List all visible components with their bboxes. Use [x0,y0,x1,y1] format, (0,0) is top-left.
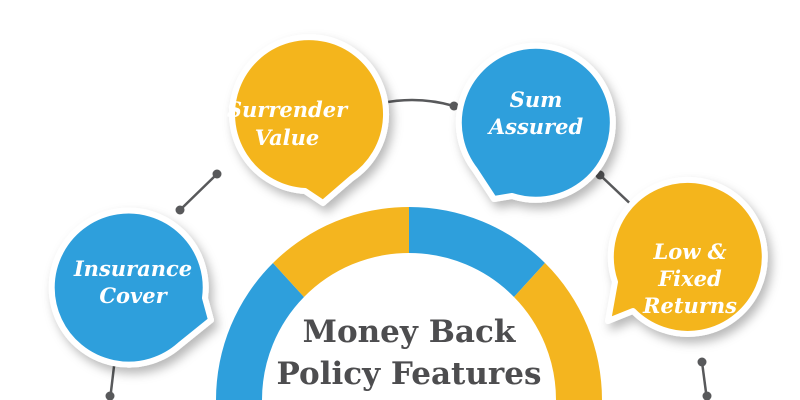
feature-label: Fixed [657,266,722,291]
center-title: Money Back Policy Features [277,314,542,392]
feature-label: Insurance [73,256,192,281]
arc-segment-blue-right [409,206,545,297]
connector-dot [697,357,707,367]
feature-surrender-value: Surrender Value [227,34,389,206]
connector-dot [449,101,459,111]
feature-label: Surrender [227,97,349,122]
feature-sum-assured: Sum Assured [455,42,616,203]
feature-low-fixed-returns: Low & Fixed Returns [605,176,768,337]
feature-insurance-cover: Insurance Cover [48,207,214,368]
connector-dot [105,391,115,400]
title-line-2: Policy Features [277,356,542,392]
arc-segment-yellow-right [514,263,602,400]
feature-label: Value [255,125,320,150]
title-line-1: Money Back [303,314,517,350]
speech-bubble-shape [48,207,214,368]
feature-label: Cover [99,283,168,308]
speech-bubble-shape [229,34,389,206]
connector-dot [175,205,185,215]
feature-label: Assured [487,114,584,139]
feature-label: Returns [642,293,737,318]
connector-dot [702,391,712,400]
connector-dot [212,169,222,179]
speech-bubble-shape [605,176,768,337]
speech-bubble-shape [455,42,616,203]
center-arc [215,206,602,400]
connector-insurance-surrender [179,173,218,211]
feature-label: Low & [652,239,726,264]
arc-segment-yellow-left [273,206,409,297]
feature-label: Sum [510,87,563,112]
arc-segment-blue-left [215,263,304,400]
